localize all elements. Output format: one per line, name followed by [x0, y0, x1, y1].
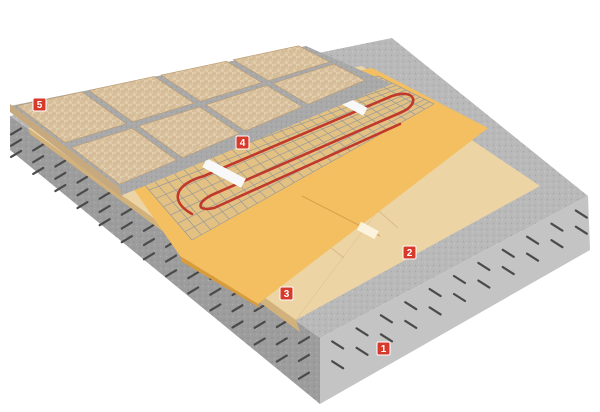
- ceramic-tile: [70, 127, 178, 185]
- rebar-end: [9, 138, 23, 147]
- rebar-end: [404, 301, 418, 311]
- rebar-end: [355, 327, 369, 337]
- rebar-end: [428, 287, 442, 298]
- rebar-end: [142, 252, 156, 261]
- rebar-end: [550, 222, 564, 232]
- rebar-end: [164, 254, 178, 263]
- rebar-end: [142, 223, 156, 232]
- rebar-end: [253, 303, 266, 313]
- rebar-end: [574, 225, 588, 235]
- badge-1: 1: [376, 341, 391, 356]
- rebar-end: [54, 171, 67, 180]
- rebar-end: [76, 175, 89, 184]
- rebar-end: [477, 261, 491, 272]
- rebar-end: [525, 235, 540, 245]
- rebar-end: [253, 320, 266, 329]
- rebar-end: [297, 336, 311, 345]
- rebar-end: [187, 271, 200, 280]
- rebar-end: [331, 360, 345, 370]
- heating-cable: [176, 92, 415, 216]
- badge-3-label: 3: [284, 289, 290, 300]
- badge-2-label: 2: [407, 248, 413, 259]
- tile-edge: [10, 104, 122, 198]
- badge-5: 5: [32, 97, 47, 112]
- rebar-end: [297, 371, 311, 380]
- rebar-end: [452, 292, 467, 303]
- badge-4: 4: [235, 135, 250, 150]
- rebar-end: [231, 320, 244, 329]
- ceramic-tile: [138, 106, 240, 158]
- rebar-end: [9, 127, 23, 136]
- rebar-end: [275, 354, 288, 363]
- rebar-end: [574, 209, 588, 219]
- rebar-end: [54, 183, 67, 193]
- ceramic-tile: [272, 63, 366, 105]
- concrete-front-face: [10, 116, 320, 404]
- badge-1-label: 1: [381, 344, 387, 355]
- ceramic-tile: [160, 60, 263, 102]
- rebar-ends-right: [331, 209, 588, 370]
- ceramic-tile: [88, 76, 195, 123]
- rebar-end: [32, 155, 45, 164]
- rebar-end: [32, 143, 45, 152]
- rebar-end: [209, 287, 222, 296]
- rebar-end: [120, 221, 133, 230]
- rebar-end: [501, 248, 515, 258]
- rebar-end: [187, 286, 200, 295]
- ceramic-tile: [232, 45, 331, 81]
- layer-badges: 1 2 3 4 5: [32, 97, 417, 356]
- rebar-end: [120, 235, 133, 244]
- rebar-end: [76, 188, 89, 197]
- rebar-end: [275, 337, 288, 346]
- rebar-end: [297, 353, 311, 363]
- rebar-end: [164, 269, 178, 278]
- rebar-end: [379, 314, 394, 324]
- cable-clip: [202, 158, 246, 188]
- rebar-end: [231, 304, 244, 313]
- rebar-end: [9, 149, 23, 159]
- ceramic-tile: [205, 85, 303, 132]
- rebar-end: [452, 274, 467, 285]
- badge-3: 3: [279, 286, 294, 301]
- rebar-end: [275, 320, 288, 329]
- rebar-end: [98, 218, 111, 227]
- rebar-end: [142, 237, 156, 247]
- rebar-end: [550, 239, 564, 249]
- rebar-end: [331, 340, 345, 350]
- rebar-end: [98, 191, 111, 200]
- rebar-end: [525, 252, 540, 262]
- rebar-end: [209, 303, 222, 312]
- rebar-end: [379, 333, 394, 343]
- badge-4-label: 4: [240, 138, 246, 149]
- rebar-end: [404, 319, 418, 330]
- rebar-end: [98, 204, 111, 214]
- rebar-end: [76, 201, 89, 210]
- badge-5-label: 5: [37, 100, 43, 111]
- rebar-end: [32, 166, 45, 176]
- foil-tape: [356, 221, 379, 240]
- rebar-end: [428, 306, 442, 316]
- rebar-end: [501, 265, 515, 276]
- rebar-end: [120, 207, 133, 216]
- badge-2: 2: [402, 245, 417, 260]
- rebar-end: [253, 337, 266, 346]
- rebar-end: [355, 346, 369, 356]
- rebar-end: [54, 159, 67, 168]
- rebar-end: [477, 279, 491, 289]
